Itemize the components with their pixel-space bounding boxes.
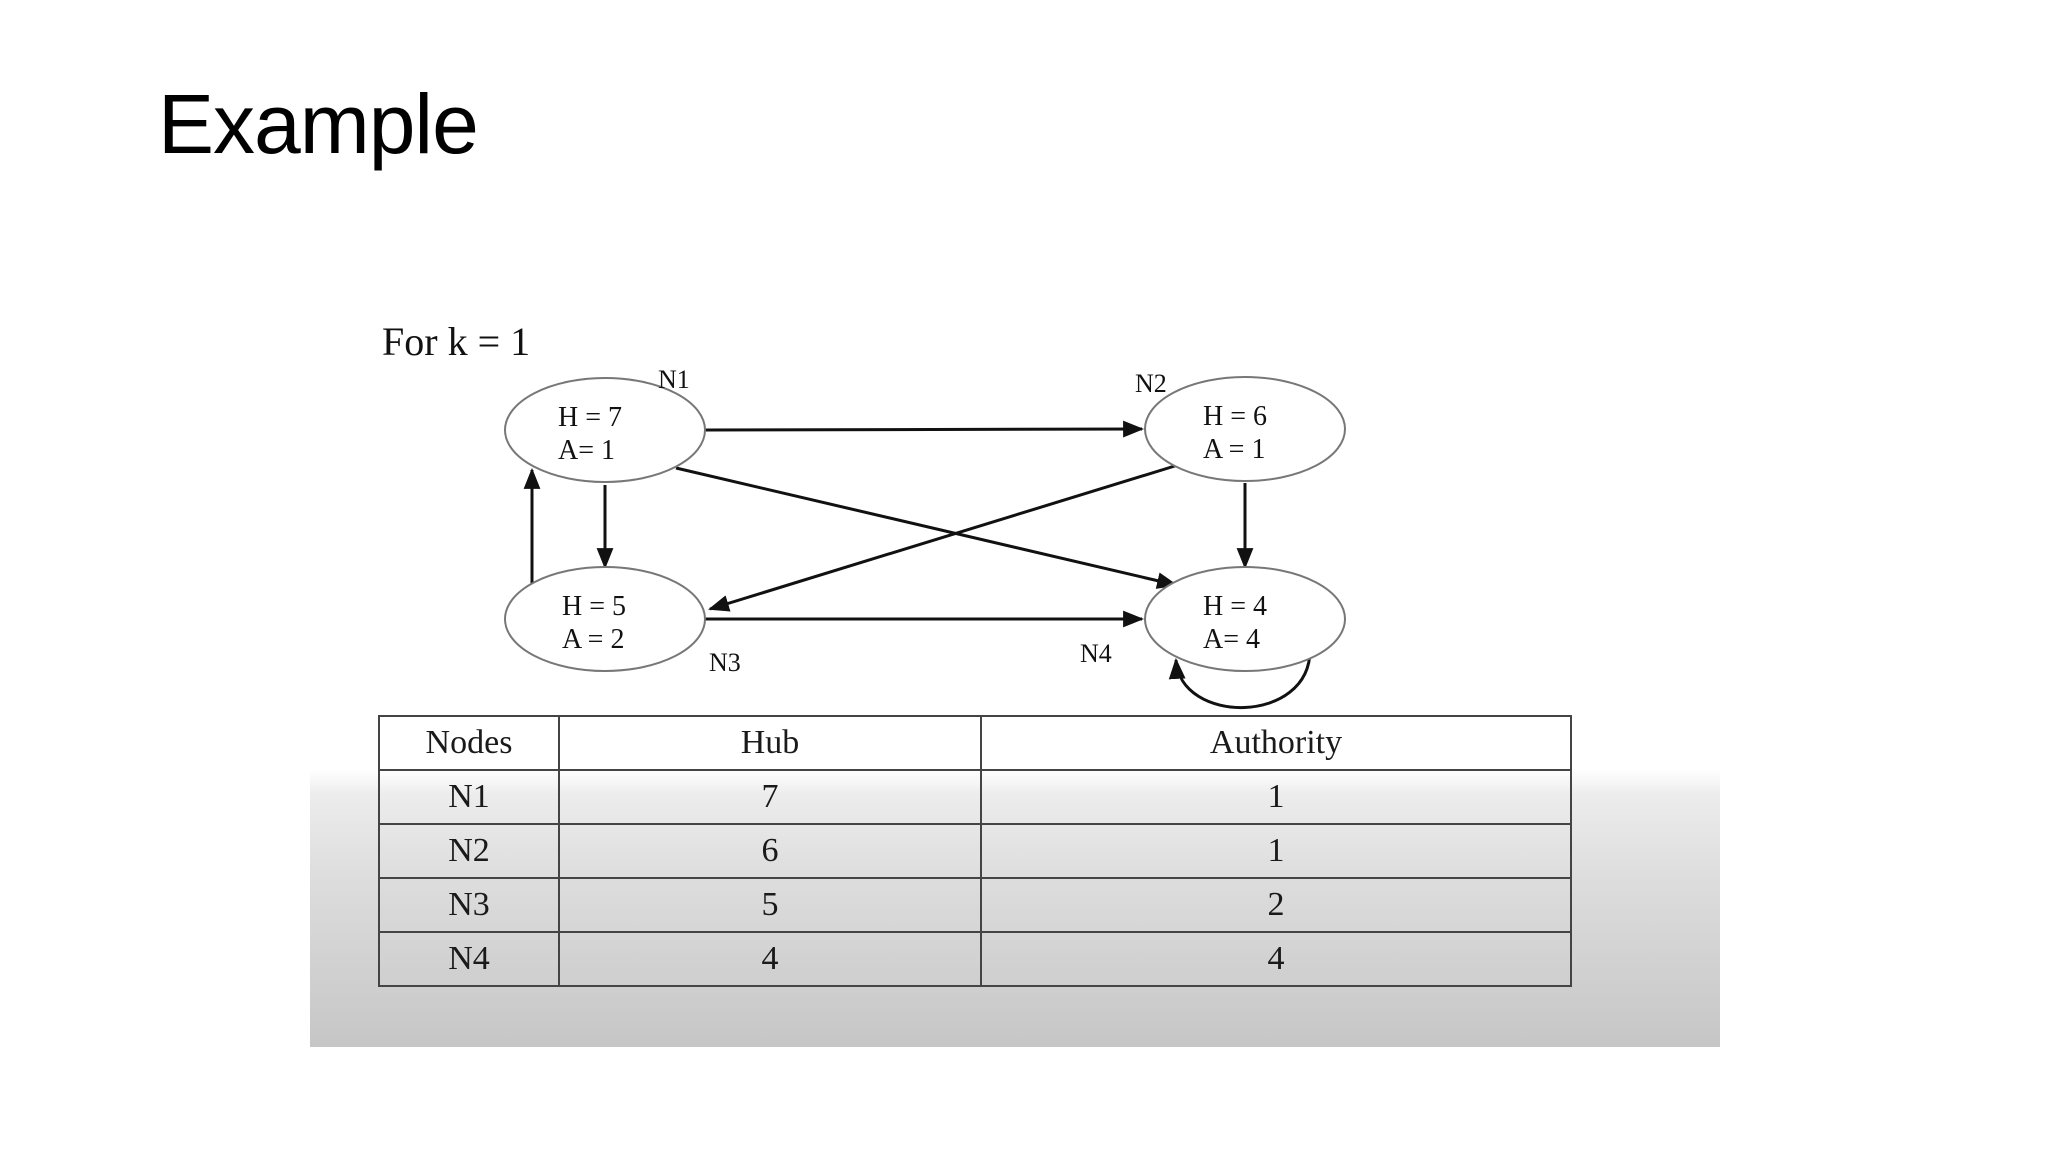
table-row: N1 7 1 xyxy=(378,769,1572,825)
cell-authority: 2 xyxy=(980,877,1572,933)
cell-node: N2 xyxy=(378,823,560,879)
node-n1-authority: A= 1 xyxy=(558,435,615,466)
cell-node: N3 xyxy=(378,877,560,933)
cell-authority: 1 xyxy=(980,769,1572,825)
node-n2-authority: A = 1 xyxy=(1203,434,1265,465)
node-n2: H = 6 A = 1 N2 xyxy=(1135,369,1346,482)
node-n1-hub: H = 7 xyxy=(558,402,622,433)
header-authority: Authority xyxy=(980,715,1572,771)
node-n3-label: N3 xyxy=(709,648,741,677)
node-n2-label: N2 xyxy=(1135,369,1167,398)
node-n1-label: N1 xyxy=(658,365,690,394)
node-n3-authority: A = 2 xyxy=(562,624,624,655)
diagram-caption: For k = 1 xyxy=(382,319,530,364)
node-n4-shape xyxy=(1144,566,1346,672)
node-n2-shape xyxy=(1144,376,1346,482)
node-n4-authority: A= 4 xyxy=(1203,624,1260,655)
node-n3-shape xyxy=(504,566,706,672)
cell-hub: 7 xyxy=(558,769,982,825)
edge-n1-n4 xyxy=(675,466,1179,589)
edge-n1-n2 xyxy=(704,420,1145,438)
cell-hub: 6 xyxy=(558,823,982,879)
header-nodes: Nodes xyxy=(378,715,560,771)
edges xyxy=(523,420,1312,710)
header-hub: Hub xyxy=(558,715,982,771)
node-n1-shape xyxy=(504,377,706,483)
hits-example-figure: For k = 1 H = 7 A= 1 N1 H = 6 A = 1 N2 xyxy=(310,305,1720,1047)
node-n3: H = 5 A = 2 N3 xyxy=(504,566,741,677)
cell-authority: 4 xyxy=(980,931,1572,987)
node-n4-hub: H = 4 xyxy=(1203,591,1267,622)
node-n3-hub: H = 5 xyxy=(562,591,626,622)
table-header-row: Nodes Hub Authority xyxy=(378,715,1572,771)
cell-node: N1 xyxy=(378,769,560,825)
node-n4-label: N4 xyxy=(1080,639,1112,668)
table-row: N2 6 1 xyxy=(378,823,1572,879)
results-table: Nodes Hub Authority N1 7 1 N2 6 1 N3 xyxy=(378,715,1572,987)
table-row: N4 4 4 xyxy=(378,931,1572,987)
node-n4: H = 4 A= 4 N4 xyxy=(1080,566,1346,672)
edge-n2-n3 xyxy=(707,463,1179,612)
slide-title: Example xyxy=(158,77,479,171)
table-row: N3 5 2 xyxy=(378,877,1572,933)
graph-diagram: For k = 1 H = 7 A= 1 N1 H = 6 A = 1 N2 xyxy=(382,319,1346,710)
cell-node: N4 xyxy=(378,931,560,987)
cell-hub: 4 xyxy=(558,931,982,987)
results-table-wrap: Nodes Hub Authority N1 7 1 N2 6 1 N3 xyxy=(378,715,1572,987)
cell-hub: 5 xyxy=(558,877,982,933)
node-n1: H = 7 A= 1 N1 xyxy=(504,365,706,483)
cell-authority: 1 xyxy=(980,823,1572,879)
node-n2-hub: H = 6 xyxy=(1203,401,1267,432)
edge-n4-self-loop xyxy=(1168,649,1312,710)
